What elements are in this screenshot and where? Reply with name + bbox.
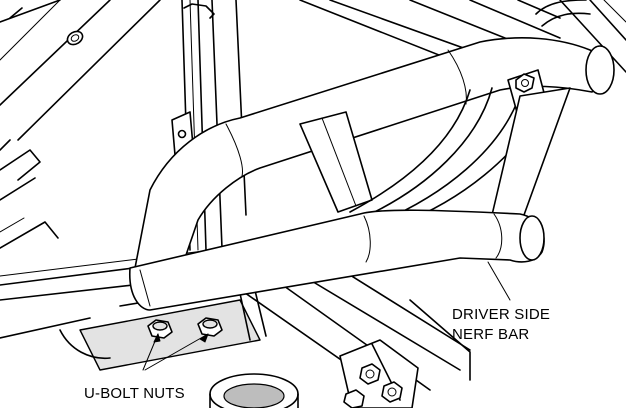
u-bolt-nut [147,319,173,339]
nerf-bar-callout-line2: NERF BAR [452,326,529,343]
ubolt-leader-right [144,333,209,371]
bracket-bolt [359,363,381,385]
frame-undercarriage [59,254,471,408]
u-bolt-nut [197,317,223,337]
leader-lines [142,261,511,371]
bracket-bolt [343,389,365,408]
nerf-bar-leader [487,261,511,301]
ubolt-nuts-callout: U-BOLT NUTS [84,385,185,402]
u-bolt-nuts [147,317,223,339]
nerf-bar-callout-line1: DRIVER SIDE [452,306,550,323]
bracket-bolt [381,381,403,403]
panel-bolt [66,30,84,46]
nerf-bar [129,37,615,311]
